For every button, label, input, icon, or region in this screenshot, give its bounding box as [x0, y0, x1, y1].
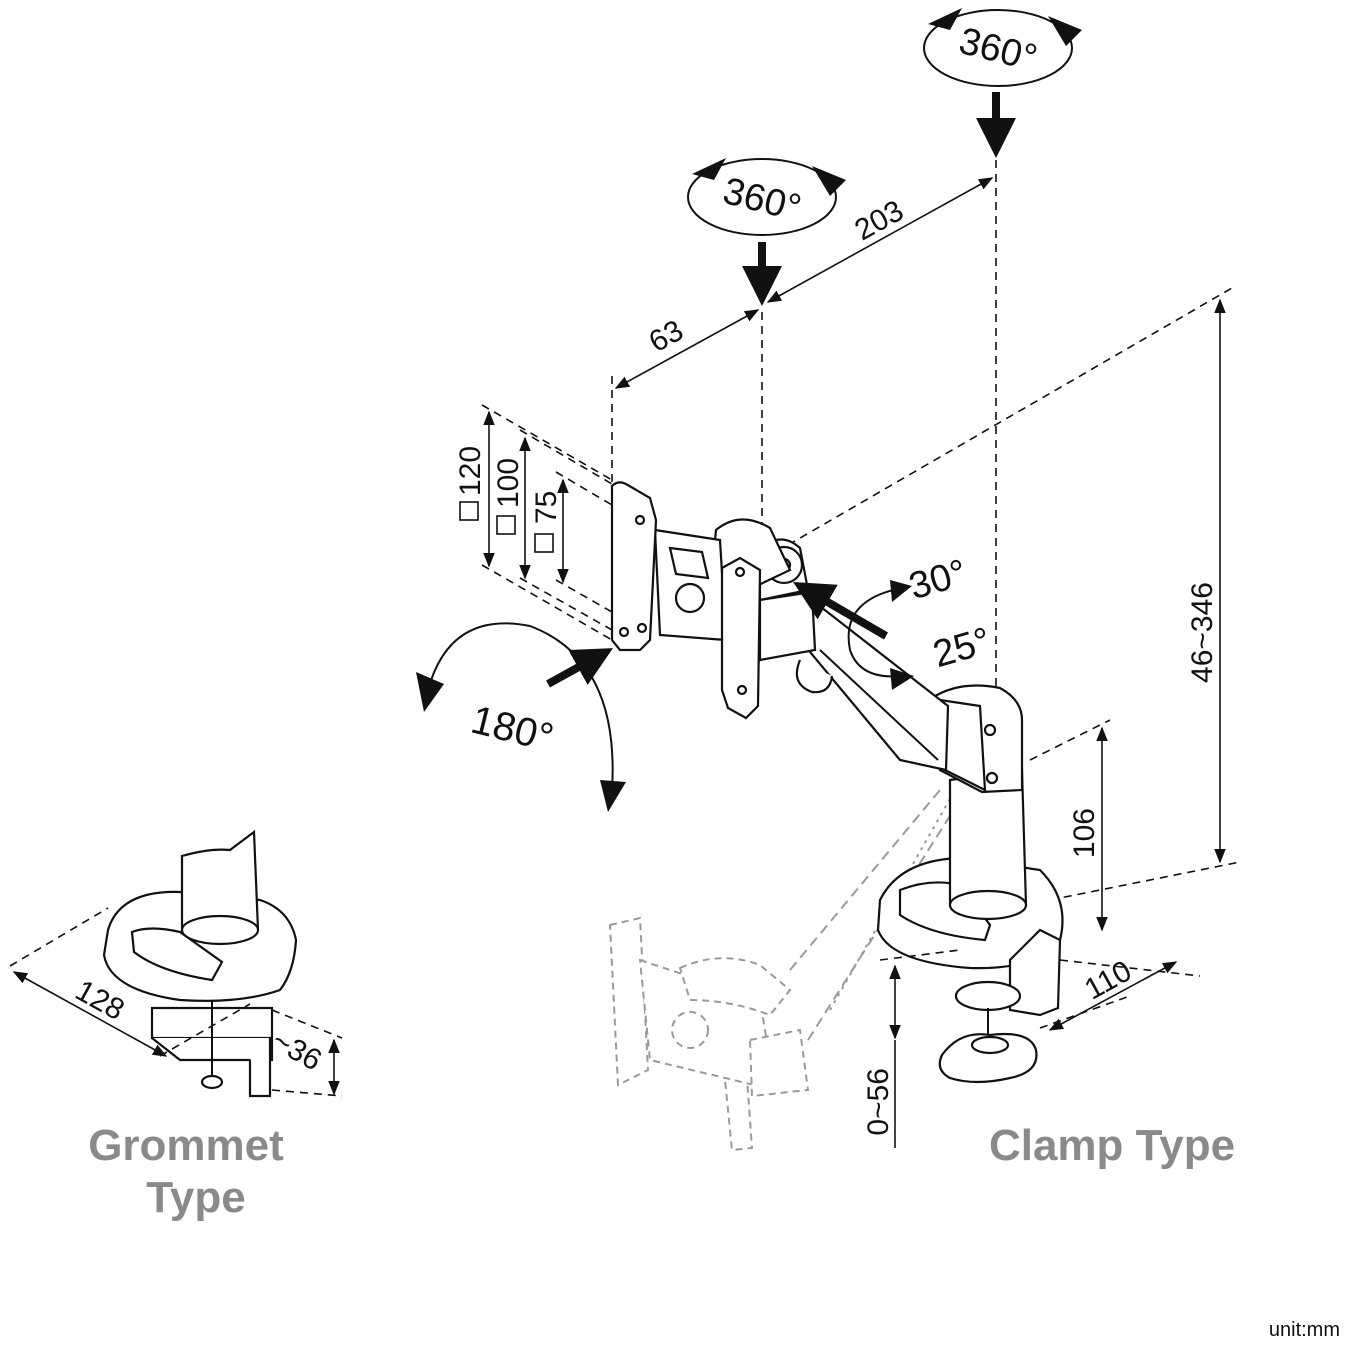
clamp-opening-label: 0~56	[862, 1068, 895, 1136]
clamp-knob	[938, 1032, 1038, 1084]
grommet-thickness-label: ~36	[266, 1024, 327, 1078]
unit-label: unit:mm	[1269, 1319, 1340, 1341]
mid-swivel-arrowhead-right	[812, 166, 846, 196]
tilt-curve	[847, 587, 903, 678]
pole-height-dimension: 106	[1068, 726, 1108, 932]
rotation-push-arrow	[546, 648, 614, 688]
clamp-body	[1008, 928, 1062, 1017]
mid-swivel-indicator: 360°	[687, 158, 846, 540]
grommet-thickness-dimension: ~36	[266, 1009, 343, 1097]
pole-height-label: 106	[1068, 808, 1101, 858]
vesa-size-label: 120	[454, 446, 487, 496]
clamp-depth-label: 110	[1079, 954, 1137, 1006]
clamp-depth-dimension: 110	[1039, 954, 1201, 1031]
vesa-square-icon	[459, 501, 479, 521]
vesa-square-icon	[496, 515, 516, 535]
grommet-type-label-line2: Type	[146, 1173, 245, 1222]
tilt-up-label: 30°	[905, 552, 972, 608]
vesa-square-icon	[534, 533, 554, 553]
vesa-plate-front	[610, 481, 658, 652]
vesa-size-label: 100	[492, 458, 525, 508]
rotation-arc	[427, 622, 614, 791]
main-arm	[788, 598, 1024, 794]
lowered-arm-ghost	[608, 789, 961, 1152]
top-swivel-arrowhead-left	[928, 8, 962, 30]
mid-swivel-label: 360°	[719, 170, 805, 230]
grommet-base	[102, 829, 298, 1098]
vesa-size-label: 75	[530, 491, 563, 524]
tilt-push-arrow	[793, 581, 889, 640]
top-swivel-label: 360°	[955, 20, 1041, 80]
mid-swivel-arrowhead-left	[692, 158, 726, 180]
vesa-plates	[610, 481, 762, 720]
top-swivel-arrowhead-right	[1048, 16, 1082, 46]
portrait-rotation-indicator: 180°	[416, 622, 626, 812]
top-swivel-ellipse	[923, 9, 1073, 87]
arm-length-label: 203	[849, 194, 909, 247]
height-range-label: 46~346	[1186, 582, 1219, 683]
clamp-opening-dimension: 0~56	[862, 949, 961, 1148]
grommet-type-label: Grommet	[88, 1121, 284, 1170]
clamp-type-label: Clamp Type	[989, 1121, 1235, 1170]
grommet-length-label: 128	[70, 974, 130, 1027]
clamp-base	[876, 768, 1064, 1084]
tilt-down-label: 25°	[929, 620, 996, 676]
vesa-size-dimensions: 120 100 75	[454, 404, 613, 641]
height-range-dimension: 46~346	[775, 287, 1241, 901]
vesa-plate-back	[720, 556, 762, 720]
rotation-label: 180°	[467, 698, 558, 761]
